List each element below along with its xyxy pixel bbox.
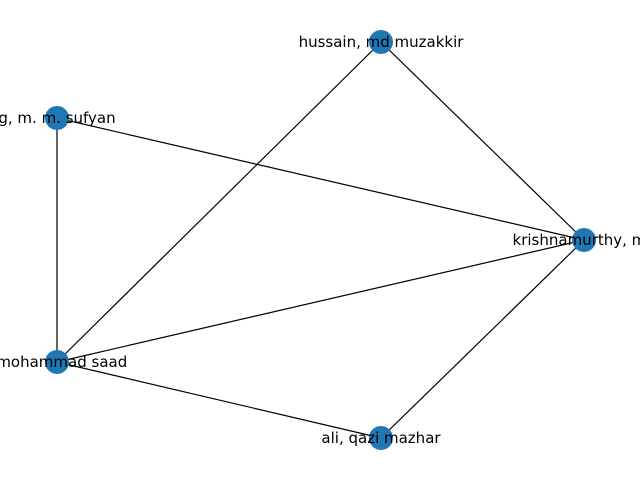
edge-saad-ali <box>56 361 382 439</box>
node-saad <box>45 350 69 374</box>
node-sufyan <box>45 106 69 130</box>
node-ali <box>369 426 393 450</box>
node-label-hussain: hussain, md muzakkir <box>299 33 465 51</box>
edge-ali-krishnamurthy <box>380 239 585 439</box>
node-label-sufyan: g, m. m. sufyan <box>0 109 116 127</box>
node-krishnamurthy <box>572 228 596 252</box>
node-label-saad: , mohammad saad <box>0 353 127 371</box>
labels-layer: hussain, md muzakkir g, m. m. sufyan krish… <box>0 33 640 447</box>
node-label-krishnamurthy: krishnamurthy, ma <box>513 231 640 249</box>
node-label-ali: ali, qazi mazhar <box>321 429 441 447</box>
edge-hussain-saad <box>56 41 382 363</box>
edge-sufyan-krishnamurthy <box>56 117 585 241</box>
nodes-layer <box>45 30 596 450</box>
node-hussain <box>369 30 393 54</box>
edge-hussain-krishnamurthy <box>380 41 585 241</box>
edge-saad-krishnamurthy <box>56 239 585 363</box>
edges-layer <box>56 41 585 439</box>
